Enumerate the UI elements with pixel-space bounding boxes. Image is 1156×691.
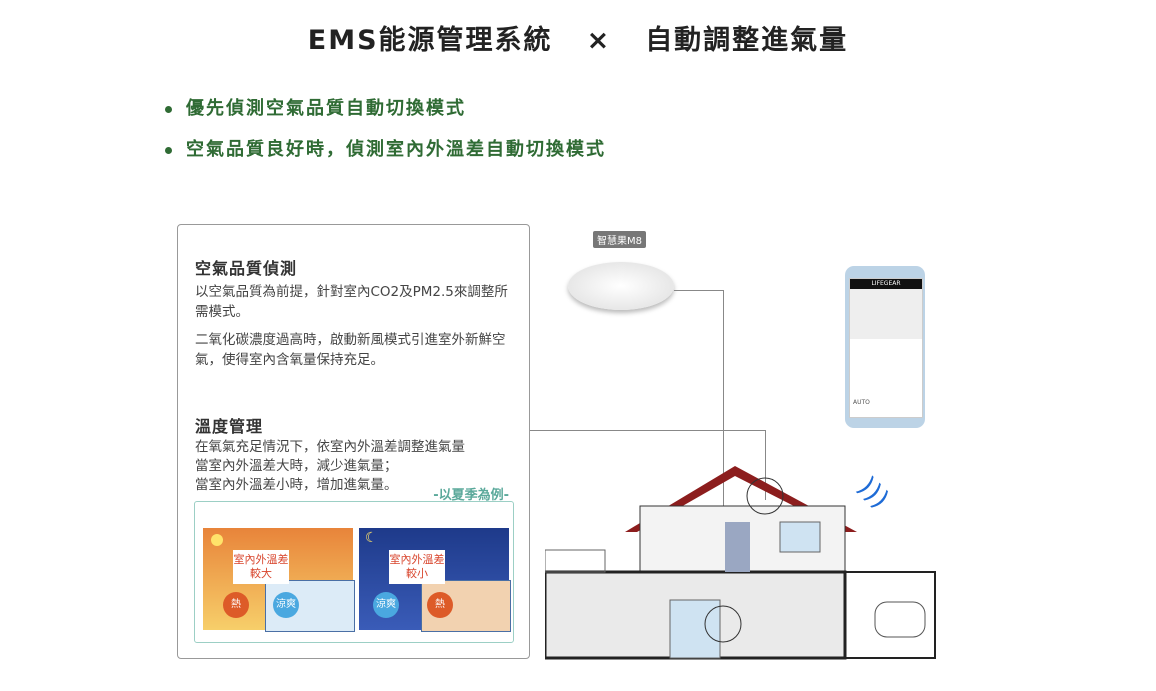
title-right: 自動調整進氣量: [645, 25, 849, 56]
moon-icon: ☾: [365, 530, 378, 546]
device-label: 智慧果M8: [593, 231, 646, 248]
sensor-device: [568, 262, 674, 310]
example-tag: -以夏季為例-: [433, 488, 509, 503]
cool-badge: 涼爽: [273, 592, 299, 618]
page-title: EMS能源管理系統 × 自動調整進氣量: [0, 18, 1156, 57]
bullet-item: 空氣品質良好時，偵測室內外溫差自動切換模式: [165, 135, 606, 161]
phone-screen: LIFEGEAR AUTO: [849, 278, 923, 418]
title-left: EMS能源管理系統: [307, 25, 553, 56]
air-quality-heading: 空氣品質偵測: [195, 259, 298, 278]
cool-badge: 涼爽: [373, 592, 399, 618]
bullet-item: 優先偵測空氣品質自動切換模式: [165, 94, 466, 120]
hot-badge: 熱: [427, 592, 453, 618]
air-quality-text-2: 二氧化碳濃度過高時，啟動新風模式引進室外新鮮空氣，使得室內含氧量保持充足。: [195, 332, 506, 368]
sun-icon: [211, 534, 223, 546]
difference-label: 室內外溫差較大: [233, 550, 289, 584]
temperature-text: 在氧氣充足情況下，依室內外溫差調整進氣量 當室內外溫差大時，減少進氣量； 當室內…: [195, 438, 465, 495]
day-panel: 室內外溫差較大 熱 涼爽: [203, 528, 355, 632]
temp-line-3: 當室內外溫差小時，增加進氣量。: [195, 477, 398, 493]
smartphone: LIFEGEAR AUTO: [845, 266, 925, 428]
difference-label: 室內外溫差較小: [389, 550, 445, 584]
temp-line-2: 當室內外溫差大時，減少進氣量；: [195, 458, 398, 474]
summer-example: -以夏季為例- 室內外溫差較大 熱 涼爽 ☾ 室內外溫差較小 涼爽 熱: [194, 488, 514, 643]
house-illustration: [545, 466, 936, 660]
auto-mode[interactable]: AUTO: [853, 399, 870, 406]
title-separator: ×: [586, 25, 612, 56]
info-card: 空氣品質偵測 以空氣品質為前提，針對室內CO2及PM2.5來調整所需模式。 二氧…: [177, 224, 530, 659]
hot-badge: 熱: [223, 592, 249, 618]
temp-line-1: 在氧氣充足情況下，依室內外溫差調整進氣量: [195, 439, 465, 455]
night-panel: ☾ 室內外溫差較小 涼爽 熱: [359, 528, 511, 632]
air-quality-text-1: 以空氣品質為前提，針對室內CO2及PM2.5來調整所需模式。: [195, 284, 508, 320]
temperature-heading: 溫度管理: [195, 417, 264, 436]
app-brand: LIFEGEAR: [850, 279, 922, 289]
